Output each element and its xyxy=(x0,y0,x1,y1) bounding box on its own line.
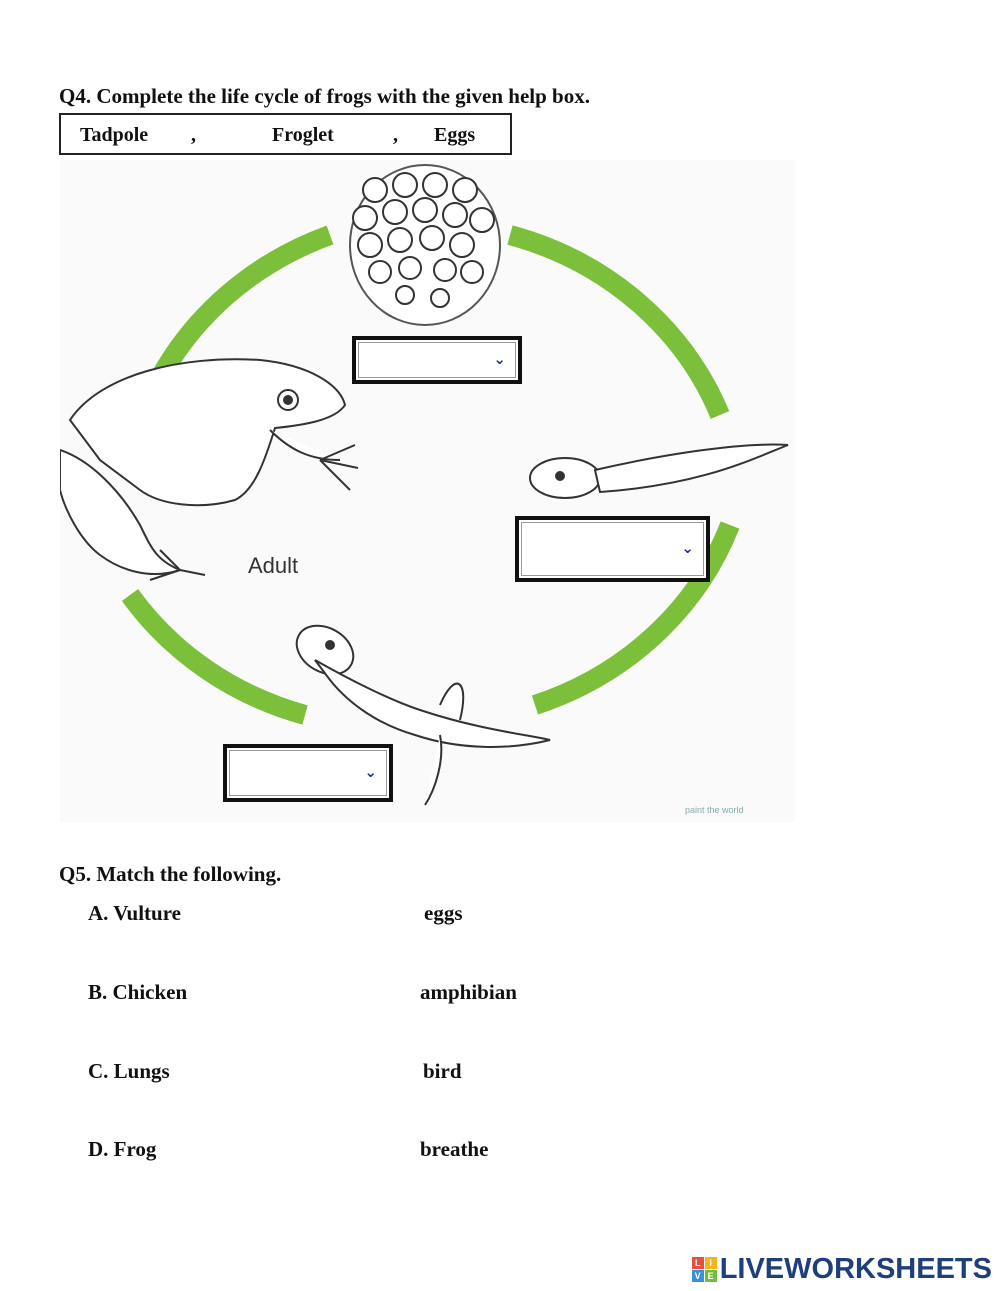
eggs-icon xyxy=(349,164,501,326)
match-left-b: B. Chicken xyxy=(88,980,188,1004)
match-right-amphibian: amphibian xyxy=(420,980,517,1004)
help-word-eggs: Eggs xyxy=(434,124,476,146)
tadpole-icon xyxy=(529,443,789,499)
chevron-down-icon: ⌄ xyxy=(364,763,377,782)
help-separator: , xyxy=(393,124,398,146)
logo-block: I xyxy=(704,1257,717,1269)
match-left-d: D. Frog xyxy=(88,1137,157,1161)
logo-blocks-icon: L I V E xyxy=(691,1257,717,1282)
ring-arc-bottom-right xyxy=(531,521,740,715)
tadpole-stage-dropdown[interactable]: ⌄ xyxy=(515,516,710,582)
adult-label: Adult xyxy=(248,553,299,578)
froglet-icon xyxy=(295,624,551,806)
q5-title: Q5. Match the following. xyxy=(59,862,282,886)
match-right-bird: bird xyxy=(423,1059,462,1083)
match-left-a: A. Vulture xyxy=(88,901,181,925)
q4-title: Q4. Complete the life cycle of frogs wit… xyxy=(59,84,590,108)
froglet-stage-dropdown[interactable]: ⌄ xyxy=(223,744,393,802)
logo-block: E xyxy=(704,1270,717,1282)
ring-arc-top-right xyxy=(507,225,730,419)
logo-block: L xyxy=(691,1257,704,1269)
match-right-eggs: eggs xyxy=(424,901,463,925)
frog-life-cycle-diagram: Adult ⌄ ⌄ ⌄ paint the world xyxy=(59,160,795,822)
adult-frog-icon xyxy=(59,358,359,581)
watermark: paint the world xyxy=(685,805,744,815)
chevron-down-icon: ⌄ xyxy=(681,539,694,558)
help-separator: , xyxy=(191,124,196,146)
help-word-tadpole: Tadpole xyxy=(80,124,149,146)
help-word-froglet: Froglet xyxy=(272,124,334,146)
help-box: Tadpole , Froglet , Eggs xyxy=(59,113,512,155)
match-right-breathe: breathe xyxy=(420,1137,489,1161)
liveworksheets-logo: L I V E LIVEWORKSHEETS xyxy=(691,1253,992,1286)
eggs-stage-dropdown[interactable]: ⌄ xyxy=(352,336,522,384)
logo-text: LIVEWORKSHEETS xyxy=(719,1253,992,1285)
chevron-down-icon: ⌄ xyxy=(493,350,506,369)
ring-arc-bottom-left xyxy=(121,589,308,725)
life-cycle-illustration xyxy=(59,164,789,806)
logo-block: V xyxy=(691,1270,704,1282)
match-left-c: C. Lungs xyxy=(88,1059,170,1083)
